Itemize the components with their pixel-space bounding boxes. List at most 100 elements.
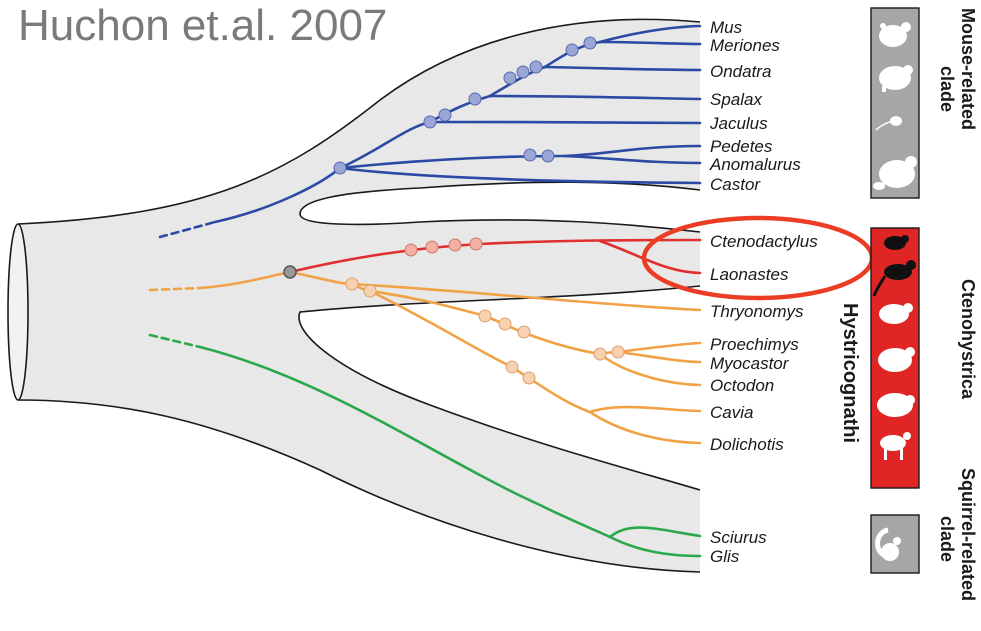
node-marker (478, 309, 492, 323)
squirrel-silhouette-icon (875, 527, 901, 561)
node-marker (522, 371, 536, 385)
squirrel-related-branches (148, 333, 702, 558)
taxon-label: Pedetes (710, 137, 773, 156)
root-node-marker (283, 265, 297, 279)
squirrel-clade-label-line2: clade (937, 516, 957, 562)
branch-anomalurus (563, 154, 702, 165)
branch-thryonomys (350, 282, 702, 312)
mouse-stem-dashed (158, 220, 217, 239)
mouse-clade-label: Mouse-related (958, 8, 978, 130)
taxon-label: Castor (710, 175, 761, 194)
taxon-label: Jaculus (709, 114, 768, 133)
taxon-label: Anomalurus (709, 155, 801, 174)
taxon-label: Spalax (710, 90, 762, 109)
gundi-silhouette-icon (884, 235, 909, 250)
taxon-label: Cavia (710, 403, 753, 422)
node-marker (529, 60, 543, 74)
node-marker (363, 284, 377, 298)
laotian-rock-rat-silhouette-icon (872, 260, 916, 297)
node-marker (469, 237, 483, 251)
node-marker (423, 115, 437, 129)
taxon-label: Mus (710, 18, 743, 37)
node-marker (517, 325, 531, 339)
branch-octodontoid (368, 289, 487, 318)
node-marker (404, 243, 418, 257)
orange-node-markers (345, 277, 625, 385)
blue-node-markers (333, 36, 597, 175)
squirrel-stem-dashed (148, 333, 202, 349)
taxon-label: Sciurus (710, 528, 767, 547)
taxon-label: Thryonomys (710, 302, 804, 321)
mara-silhouette-icon (880, 432, 911, 460)
branch-spalax (488, 94, 702, 101)
rat-silhouette-icon (879, 65, 913, 92)
branch-cavioid-3 (527, 376, 592, 414)
branch-spalax-group (428, 94, 492, 124)
branch-jaculus (428, 120, 702, 125)
mouse-clade-label-line2: clade (937, 66, 957, 112)
branch-cavioid (368, 289, 514, 369)
taxon-label: Laonastes (710, 265, 789, 284)
taxon-label: Glis (710, 547, 740, 566)
cane-rat-silhouette-icon (879, 303, 913, 324)
ctenohystrica-label: Ctenohystrica (958, 279, 978, 400)
branch-ondatra (543, 65, 702, 72)
branch-proechimys (616, 341, 702, 354)
guinea-pig-silhouette-icon (877, 393, 915, 417)
node-marker (505, 360, 519, 374)
mouse-clade-box (870, 7, 920, 199)
branch-castor (338, 166, 702, 185)
branch-core-mouse (338, 120, 432, 170)
branch-cavia (588, 405, 702, 414)
node-marker (583, 36, 597, 50)
hystricognathi-label: Hystricognathi (839, 303, 861, 443)
node-marker (611, 345, 625, 359)
node-marker (565, 43, 579, 57)
squirrel-clade-box (870, 514, 920, 574)
branch-mus (598, 24, 702, 44)
branch-glis (608, 535, 702, 558)
tree-envelope (7, 18, 701, 573)
taxon-label: Dolichotis (710, 435, 784, 454)
branch-sciurus (608, 526, 702, 539)
node-marker (503, 71, 517, 85)
node-marker (345, 277, 359, 291)
taxon-label: Myocastor (710, 354, 790, 373)
node-marker (541, 149, 555, 163)
taxon-label: Meriones (710, 36, 780, 55)
red-node-markers (404, 237, 483, 257)
branch-octodon (598, 352, 702, 387)
branch-ctenodactylus (478, 238, 702, 246)
taxon-label: Ondatra (710, 62, 771, 81)
node-marker (593, 347, 607, 361)
ctenohystrica-box (870, 227, 920, 489)
taxon-label: Ctenodactylus (710, 232, 818, 251)
branch-anomalurus-pedetes (338, 154, 567, 170)
node-marker (498, 317, 512, 331)
node-marker (516, 65, 530, 79)
squirrel-stem (198, 345, 612, 539)
node-marker (448, 238, 462, 252)
figure-title: Huchon et.al. 2007 (18, 1, 387, 50)
node-marker (438, 108, 452, 122)
branch-meriones (598, 40, 702, 46)
branch-pedetes (563, 144, 702, 158)
ctenohystrica-stem-dashed (148, 286, 202, 292)
branch-myocastor (616, 350, 702, 364)
node-marker (468, 92, 482, 106)
jerboa-silhouette-icon (875, 116, 902, 131)
beaver-silhouette-icon (873, 156, 917, 190)
hamster-silhouette-icon (879, 22, 911, 47)
node-marker (333, 161, 347, 175)
node-marker (523, 148, 537, 162)
coypu-silhouette-icon (878, 347, 915, 372)
taxon-label: Proechimys (710, 335, 799, 354)
squirrel-clade-label: Squirrel-related (958, 468, 978, 601)
branch-laonastes (598, 239, 702, 275)
taxon-label: Octodon (710, 376, 774, 395)
mouse-stem (213, 166, 342, 224)
node-marker (425, 240, 439, 254)
branch-octodontoid-3 (520, 330, 602, 356)
taxon-labels: Mus Meriones Ondatra Spalax Jaculus Pede… (709, 18, 818, 566)
